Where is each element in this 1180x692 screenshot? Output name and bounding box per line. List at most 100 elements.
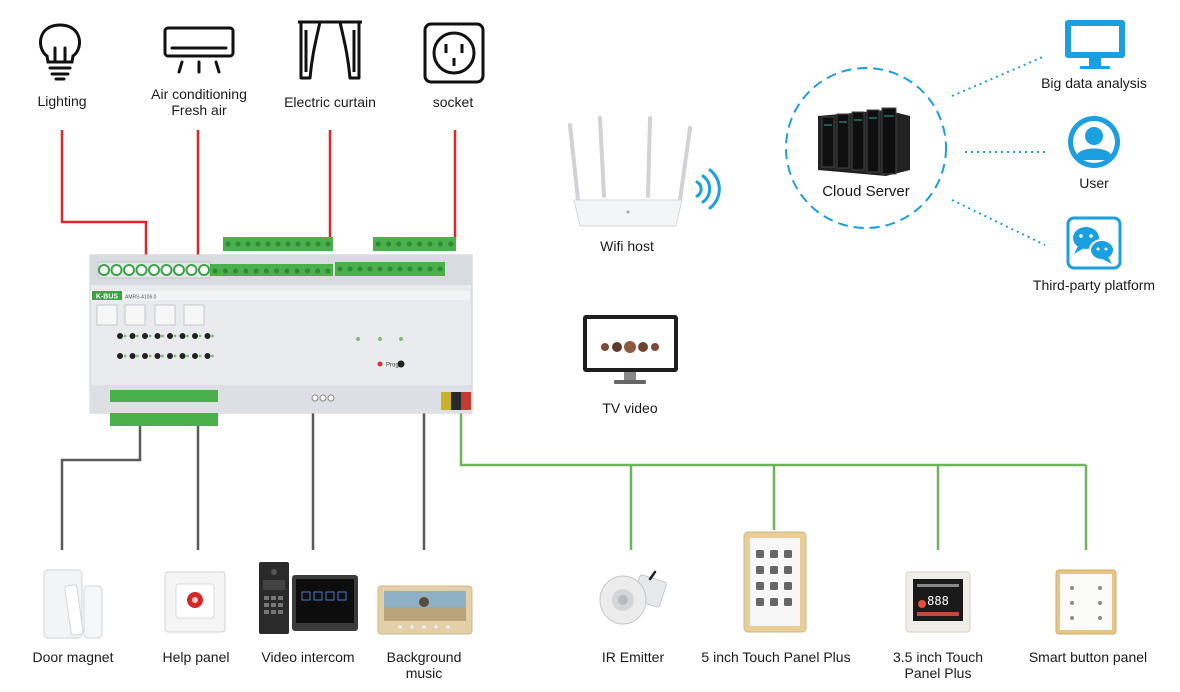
air-conditioner-icon	[163, 26, 235, 74]
wifi-router-icon	[568, 116, 692, 227]
channel-led	[186, 354, 189, 358]
terminal-screw-hole	[253, 268, 259, 274]
terminal-screw-hole	[325, 268, 331, 274]
channel-button	[167, 333, 173, 339]
cloud-connectors	[951, 55, 1046, 246]
channel-button	[129, 353, 136, 359]
label-touch35-line2: Panel Plus	[904, 665, 972, 681]
channel-button	[192, 333, 198, 339]
terminal-screw-hole	[396, 241, 402, 247]
terminal-screw-hole	[304, 268, 310, 274]
label-ir-emitter: IR Emitter	[601, 649, 665, 665]
label-air-conditioning: Air conditioning	[151, 86, 247, 102]
channel-button	[167, 353, 173, 359]
controller-model: AMRS-4106.0	[125, 295, 157, 301]
label-user: User	[1079, 175, 1109, 191]
label-help-panel: Help panel	[162, 649, 230, 665]
touch5-tile	[770, 566, 778, 574]
channel-led	[136, 354, 139, 358]
red-connection-lines	[60, 130, 457, 258]
terminal-screw-hole	[437, 241, 443, 247]
front-button-3	[154, 304, 176, 326]
label-fresh-air: Fresh air	[171, 102, 227, 118]
terminal-screw-hole	[284, 268, 290, 274]
touch5-tile	[770, 550, 778, 558]
brand-badge	[92, 291, 122, 300]
channel-leds	[117, 333, 214, 359]
channel-button	[204, 353, 211, 359]
label-touch35-line1: 3.5 inch Touch	[892, 649, 984, 665]
channel-button	[154, 333, 161, 339]
terminal-screw-hole	[375, 241, 381, 247]
label-socket: socket	[432, 94, 474, 110]
terminal-screw-hole	[427, 241, 433, 247]
label-big-data: Big data analysis	[1041, 75, 1147, 91]
label-cloud-server: Cloud Server	[822, 183, 910, 200]
touch-panel-35-device: 888	[905, 571, 971, 633]
terminal-screw	[135, 264, 148, 276]
terminal-screw-hole	[294, 268, 300, 274]
terminal-screw-hole	[397, 266, 403, 272]
terminal-screw-hole	[225, 241, 231, 247]
terminal-screw	[185, 264, 198, 276]
status-led-3	[399, 337, 403, 341]
terminal-screw-hole	[417, 241, 423, 247]
terminal-screw-hole	[417, 266, 423, 272]
touch5-icon-grid	[756, 550, 792, 606]
channel-led	[148, 354, 152, 358]
channel-led	[186, 334, 189, 338]
terminal-screw-hole	[448, 241, 454, 247]
terminal-screw-hole	[295, 241, 301, 247]
channel-led	[173, 334, 177, 338]
channel-led	[123, 334, 127, 338]
connector-big-data	[951, 55, 1046, 97]
channel-led	[211, 334, 214, 338]
chat-platform-icon	[1066, 216, 1122, 270]
bus-main-line	[459, 412, 1086, 467]
prog-label: Prog	[386, 363, 399, 369]
terminal-screw-hole	[437, 266, 443, 272]
touch5-tile	[756, 550, 764, 558]
terminal-block-bottom-1	[110, 390, 218, 402]
touch5-tile	[756, 598, 764, 606]
monitor-icon	[1065, 20, 1125, 69]
terminal-screw-hole	[407, 266, 413, 272]
terminal-screw-hole	[285, 241, 291, 247]
label-door-magnet: Door magnet	[32, 649, 114, 665]
terminal-screw	[173, 264, 185, 276]
server-rack-icon	[818, 107, 910, 176]
touch35-display-digits: 888	[927, 594, 949, 608]
label-wifi-host: Wifi host	[600, 238, 654, 254]
green-bus-lines	[459, 412, 1088, 550]
terminal-screw-hole	[263, 268, 269, 274]
channel-button	[142, 333, 148, 339]
front-button-2	[124, 304, 146, 326]
channel-led	[161, 334, 164, 338]
terminal-screw-hole	[386, 241, 392, 247]
touch5-tile	[756, 566, 764, 574]
terminal-screw-hole	[275, 241, 281, 247]
terminal-screw-hole	[315, 241, 321, 247]
terminal-block-top-2	[373, 237, 456, 251]
touch5-tile	[784, 566, 792, 574]
terminal-screw-hole	[305, 241, 311, 247]
terminal-screw-hole	[377, 266, 383, 272]
terminal-screw-hole	[243, 268, 249, 274]
background-music-device	[377, 585, 473, 635]
terminal-screw-hole	[427, 266, 433, 272]
terminal-screw-hole	[245, 241, 251, 247]
label-tv-video: TV video	[602, 400, 658, 416]
channel-button	[179, 333, 186, 339]
bus-connector-red	[461, 392, 471, 410]
status-led-2	[378, 337, 382, 341]
channel-button	[117, 353, 123, 359]
touch5-tile	[770, 582, 778, 590]
controller-brand: K-BUS	[96, 294, 118, 301]
channel-led	[173, 354, 177, 358]
channel-led	[198, 334, 202, 338]
touch5-tile	[756, 582, 764, 590]
label-electric-curtain: Electric curtain	[284, 94, 376, 110]
terminal-screw-hole	[367, 266, 373, 272]
status-led-1	[356, 337, 360, 341]
